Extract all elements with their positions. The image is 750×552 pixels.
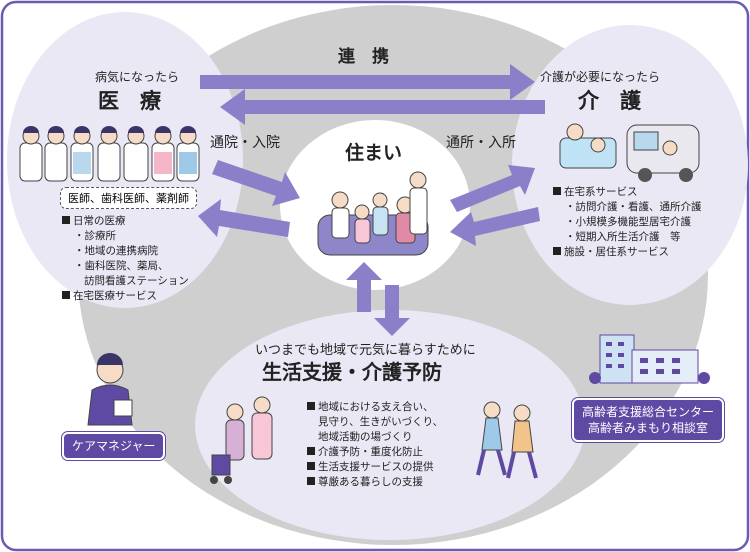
arrow-home-to-care	[450, 165, 535, 212]
support-item: 地域活動の場づくり	[318, 431, 413, 443]
medical-service-list: 日常の医療 診療所 地域の連携病院 歯科医院、薬局、 訪問看護ステーション 在宅…	[62, 214, 189, 304]
housing-title: 住まい	[345, 142, 403, 164]
care-item: 短期入所生活介護 等	[553, 230, 702, 245]
arrow-to-care	[200, 64, 535, 100]
support-item: 生活支援サービスの提供	[307, 460, 443, 475]
support-caption: いつまでも地域で元気に暮らすために	[255, 343, 476, 358]
support-center-badge: 高齢者支援総合センター 高齢者みまもり相談室	[572, 398, 725, 442]
day-service-label: 通所・入所	[446, 135, 516, 151]
support-center-name: 高齢者支援総合センター	[582, 405, 715, 419]
care-title: 介 護	[578, 89, 641, 113]
care-manager-illustration	[87, 353, 133, 426]
care-service-list: 在宅系サービス 訪問介護・看護、通所介護 小規模多機能型居宅介護 短期入所生活介…	[553, 185, 702, 260]
support-item: 見守り、生きがいづくり、	[318, 416, 444, 428]
medical-caption: 病気になったら	[95, 70, 180, 84]
arrow-home-to-medical	[198, 199, 290, 237]
medical-roles-badge: 医師、歯科医師、薬剤師	[60, 187, 197, 209]
care-manager-badge: ケアマネジャー	[62, 432, 166, 460]
family-illustration	[317, 171, 429, 256]
support-service-list: 地域における支え合い、 見守り、生きがいづくり、 地域活動の場づくり 介護予防・…	[307, 400, 443, 490]
care-section-heading: 在宅系サービス	[553, 185, 702, 200]
care-item: 小規模多機能型居宅介護	[553, 215, 702, 230]
support-circle	[195, 310, 585, 540]
arrow-medical-to-home	[212, 160, 300, 206]
arrow-to-medical	[220, 89, 545, 125]
medical-item: 歯科医院、薬局、	[62, 259, 189, 274]
medical-staff-illustration	[19, 126, 200, 182]
arrow-care-to-home	[450, 207, 540, 246]
medical-item: 診療所	[62, 229, 189, 244]
elderly-walker-illustration	[210, 396, 273, 484]
arrow-down	[374, 285, 410, 336]
medical-item: 地域の連携病院	[62, 244, 189, 259]
medical-item: 訪問看護ステーション	[84, 275, 189, 287]
support-title: 生活支援・介護予防	[262, 360, 442, 384]
care-caption: 介護が必要になったら	[540, 70, 661, 84]
medical-section-heading: 在宅医療サービス	[62, 289, 189, 304]
collaboration-label: 連 携	[338, 47, 389, 67]
elderly-walking-illustration	[476, 401, 538, 479]
medical-section-heading: 日常の医療	[62, 214, 189, 229]
watch-office-name: 高齢者みまもり相談室	[588, 421, 709, 435]
support-item: 地域における支え合い、	[307, 400, 443, 415]
support-item: 介護予防・重度化防止	[307, 445, 443, 460]
visit-hospital-label: 通院・入院	[210, 135, 280, 151]
support-center-building	[589, 334, 710, 384]
support-item: 尊厳ある暮らしの支援	[307, 475, 443, 490]
medical-title: 医 療	[98, 89, 161, 113]
arrow-up	[346, 262, 382, 312]
care-item: 訪問介護・看護、通所介護	[553, 200, 702, 215]
care-illustration	[559, 123, 700, 182]
care-section-heading: 施設・居住系サービス	[553, 245, 702, 260]
